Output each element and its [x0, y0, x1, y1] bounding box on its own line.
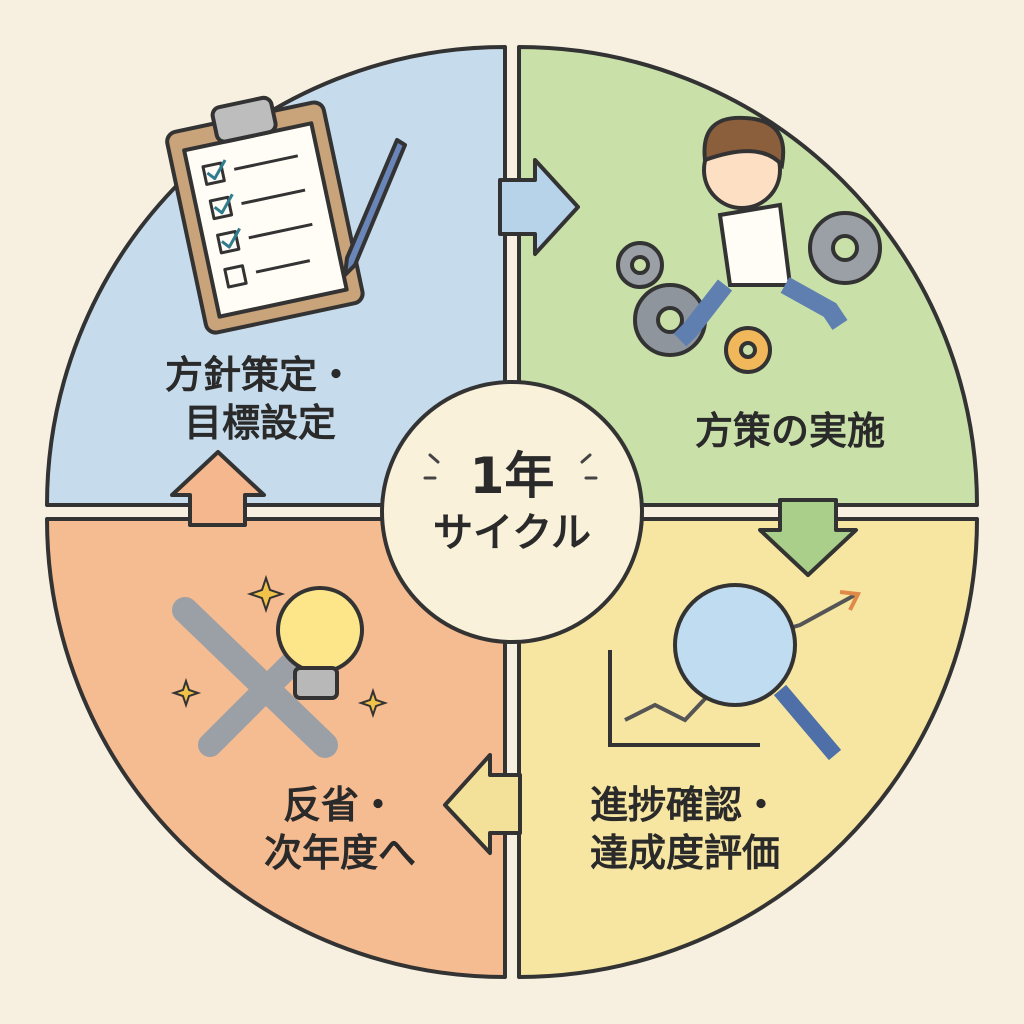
- arrow-down-icon: [758, 498, 858, 577]
- running-person-gears-icon: [616, 115, 882, 374]
- stage-plan-line1: 方針策定・: [164, 353, 355, 397]
- stage-check-label: 進捗確認・ 達成度評価: [560, 782, 810, 877]
- stage-act-line2: 次年度へ: [263, 830, 416, 875]
- stage-plan-line2: 目標設定: [183, 400, 336, 445]
- arrow-up-icon: [170, 450, 266, 527]
- center-subtitle: サイクル: [433, 509, 591, 556]
- arrow-left-icon: [443, 753, 522, 855]
- stage-check-line2: 達成度評価: [589, 830, 780, 875]
- stage-act-line1: 反省・: [282, 783, 397, 827]
- clipboard-checklist-icon: [165, 95, 407, 335]
- arrow-right-icon: [498, 158, 580, 256]
- wrench-lightbulb-icon: [170, 574, 389, 758]
- center-title: 1年: [469, 447, 555, 505]
- stage-act-label: 反省・ 次年度へ: [240, 782, 440, 877]
- stage-execute-label: 方策の実施: [660, 408, 920, 456]
- center-circle: [380, 380, 644, 644]
- magnifier-chart-icon: [608, 583, 862, 761]
- stage-plan-label: 方針策定・ 目標設定: [140, 352, 380, 447]
- quadrant-act: [45, 517, 507, 979]
- quadrant-check: [517, 517, 979, 979]
- center-label: 1年 サイクル: [412, 445, 612, 558]
- sparkle-lines-icon: [423, 453, 598, 480]
- stage-execute-line1: 方策の実施: [694, 409, 885, 453]
- stage-check-line1: 進捗確認・: [589, 783, 780, 827]
